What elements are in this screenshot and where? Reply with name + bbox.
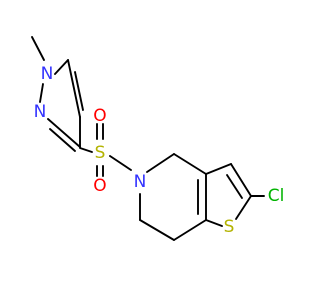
atom-sulfonyl-o-top: O bbox=[93, 106, 106, 126]
bond-ring-n-ch2-top bbox=[146, 153, 175, 173]
bond-c3-c2-double bbox=[226, 174, 243, 199]
bond-ch2-ch2 bbox=[139, 219, 175, 241]
bond-c5-c4-double bbox=[74, 71, 84, 111]
atom-pyrazole-n1: N bbox=[41, 64, 54, 84]
bond-c3-c2 bbox=[230, 163, 252, 197]
atom-pyrazole-n2: N bbox=[34, 102, 47, 122]
bond-c4-s bbox=[79, 147, 93, 153]
bond-n1-c5 bbox=[54, 59, 69, 75]
bond-methyl-n1 bbox=[31, 36, 45, 61]
bond-n2-c3-double bbox=[49, 128, 76, 152]
bond-group bbox=[31, 36, 265, 241]
bond-n1-n2 bbox=[39, 83, 44, 103]
bond-c5-c4 bbox=[67, 59, 81, 118]
molecule-structure: N N S O O N S Cl bbox=[31, 36, 285, 241]
atom-sulfonyl-o-bottom: O bbox=[93, 176, 106, 196]
bond-c3a-c3 bbox=[205, 163, 232, 175]
atom-chlorine: Cl bbox=[268, 186, 285, 206]
bond-s-c7a bbox=[205, 219, 223, 227]
atom-sulfonyl-s: S bbox=[95, 143, 106, 163]
bond-c2-s bbox=[235, 195, 252, 220]
bond-n2-c3 bbox=[47, 118, 81, 148]
atom-label-group: N N S O O N S Cl bbox=[34, 64, 285, 237]
atom-thiophene-s: S bbox=[224, 217, 235, 237]
bond-s-ring-n bbox=[109, 155, 132, 171]
atom-ring-n: N bbox=[134, 172, 147, 192]
molecule-canvas: N N S O O N S Cl bbox=[31, 36, 285, 241]
bond-ch2-c7a bbox=[173, 219, 207, 241]
bond-ch2-c3a bbox=[173, 153, 207, 175]
